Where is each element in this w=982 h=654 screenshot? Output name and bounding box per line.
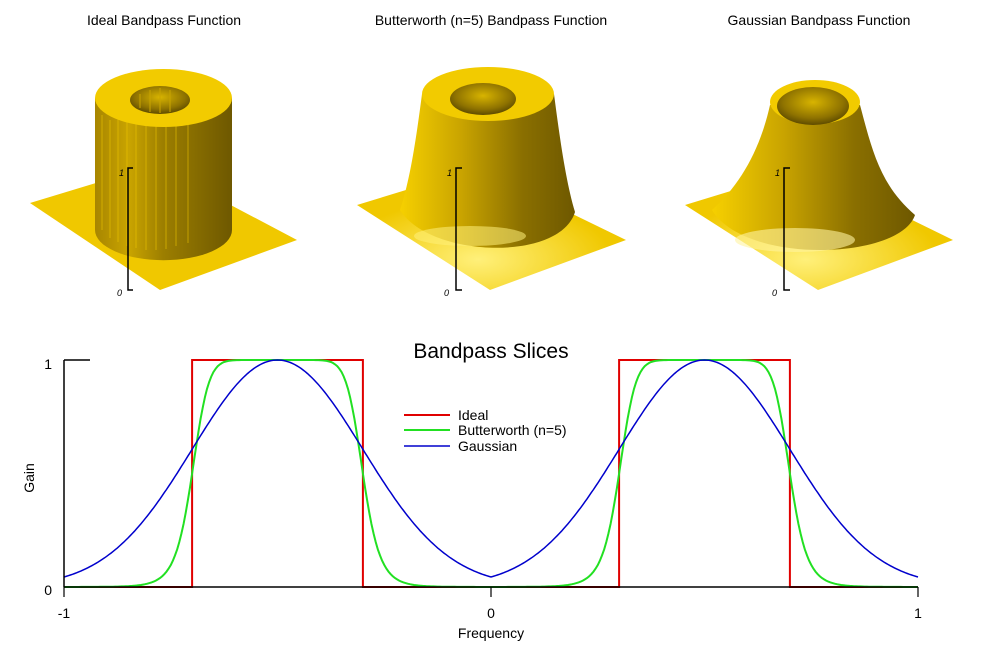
wall-stripes-ideal bbox=[101, 112, 189, 250]
y-axis-label: Gain bbox=[21, 463, 37, 493]
y-tick-label-0: 0 bbox=[44, 582, 52, 598]
bell-highlight-gaussian bbox=[735, 228, 855, 252]
legend-label-butterworth: Butterworth (n=5) bbox=[458, 422, 567, 438]
surface-butterworth bbox=[357, 67, 626, 290]
legend-label-ideal: Ideal bbox=[458, 407, 488, 423]
z-axis-gaussian bbox=[783, 167, 790, 291]
panel-title-gaussian: Gaussian Bandpass Function bbox=[727, 12, 911, 28]
legend: Ideal Butterworth (n=5) Gaussian bbox=[404, 407, 567, 454]
panel-title-ideal: Ideal Bandpass Function bbox=[86, 12, 242, 28]
z-axis-butterworth bbox=[455, 167, 462, 291]
z-tick-top-ideal: 1 bbox=[119, 168, 124, 178]
chart-title: Bandpass Slices bbox=[413, 340, 568, 363]
surface-gaussian bbox=[685, 80, 953, 290]
bell-hole-gaussian bbox=[777, 87, 849, 125]
plot-curves bbox=[63, 359, 919, 588]
y-tick-label-1: 1 bbox=[44, 356, 52, 372]
z-tick-bottom-butterworth: 0 bbox=[444, 288, 449, 298]
panel-title-butterworth: Butterworth (n=5) Bandpass Function bbox=[374, 12, 608, 28]
bell-wall-gaussian bbox=[712, 105, 915, 250]
x-tick-label-1: 1 bbox=[914, 605, 922, 621]
hole-stripes-ideal bbox=[139, 88, 171, 113]
series-line-gaussian bbox=[63, 359, 919, 578]
z-tick-bottom-ideal: 0 bbox=[117, 288, 122, 298]
bell-highlight-butterworth bbox=[414, 226, 526, 246]
cylinder-wall-ideal bbox=[95, 98, 232, 261]
z-tick-bottom-gaussian: 0 bbox=[772, 288, 777, 298]
surface-ideal bbox=[30, 69, 297, 290]
slice-plot: Bandpass Slices 1 0 -1 0 1 Frequency Gai… bbox=[21, 340, 922, 641]
x-axis-label: Frequency bbox=[458, 625, 524, 641]
x-tick-label-0: 0 bbox=[487, 605, 495, 621]
bell-hole-butterworth bbox=[450, 83, 516, 115]
z-axis-ideal bbox=[127, 167, 133, 291]
z-tick-top-gaussian: 1 bbox=[775, 168, 780, 178]
z-tick-top-butterworth: 1 bbox=[447, 168, 452, 178]
x-tick-label-neg1: -1 bbox=[58, 605, 71, 621]
bell-wall-butterworth bbox=[400, 94, 575, 248]
legend-label-gaussian: Gaussian bbox=[458, 438, 517, 454]
